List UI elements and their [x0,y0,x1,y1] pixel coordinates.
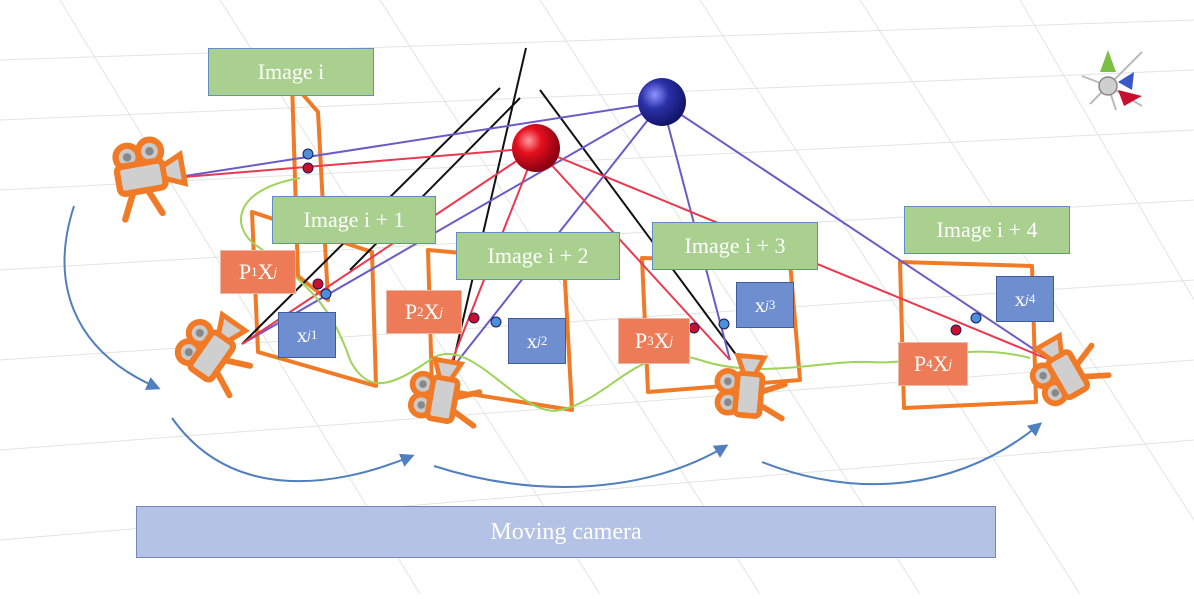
camera-icon [171,304,265,396]
red-sphere-icon [512,124,560,172]
projection-points [302,148,982,336]
moving-camera-bar: Moving camera [136,506,996,558]
image-i1-text: Image i + 1 [303,207,405,232]
image-plane-i [290,80,330,302]
motion-arrows [63,205,1043,488]
image-i-label: Image i [208,48,374,96]
camera-icon [112,135,189,220]
image-i4-text: Image i + 4 [936,217,1038,242]
image-i3-text: Image i + 3 [684,233,786,258]
image-i1-label: Image i + 1 [272,196,436,244]
image-i2-label: Image i + 2 [456,232,620,280]
moving-camera-text: Moving camera [490,518,642,545]
image-i-text: Image i [257,59,325,84]
blue-sphere-icon [638,78,686,126]
image-i2-text: Image i + 2 [487,243,589,268]
image-i3-label: Image i + 3 [652,222,818,270]
axis-gizmo-icon [1081,50,1143,111]
camera-icon [715,354,787,419]
image-i4-label: Image i + 4 [904,206,1070,254]
